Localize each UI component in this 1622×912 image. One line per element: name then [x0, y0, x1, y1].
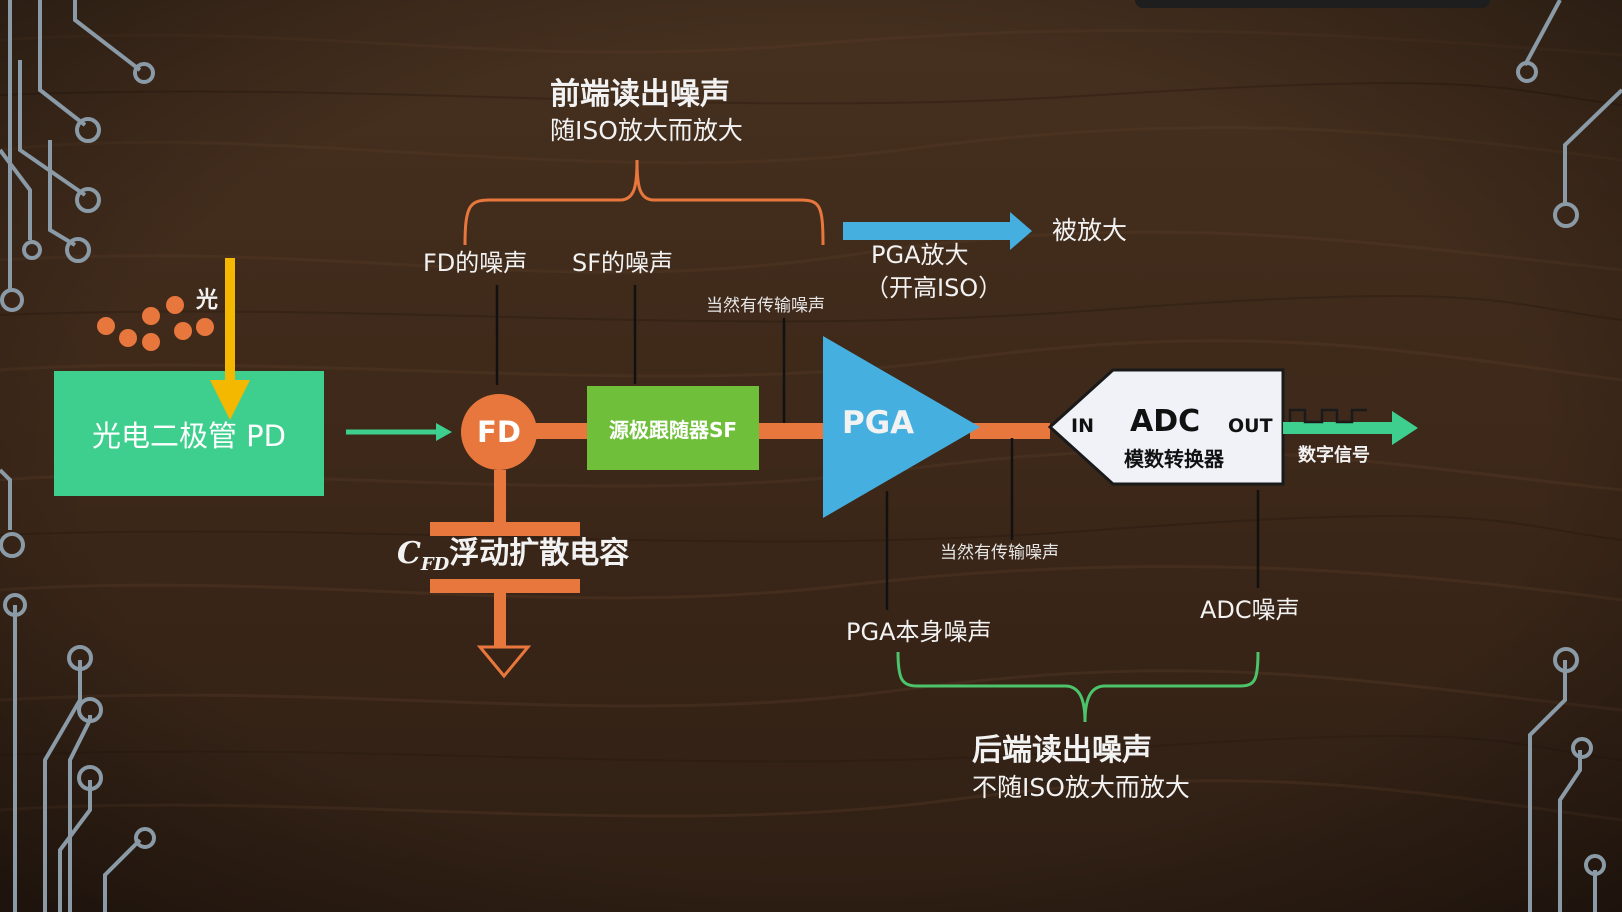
back-noise-title: 后端读出噪声 [972, 733, 1152, 768]
noise-leader-lines [495, 285, 1260, 610]
pga-label: PGA [842, 405, 915, 441]
pga-gain-line1: PGA放大 [871, 241, 969, 269]
signal-path [530, 423, 1050, 439]
photodiode-box [54, 371, 324, 496]
capacitor-symbol [430, 470, 580, 679]
amplified-label: 被放大 [1052, 216, 1128, 245]
digital-output-arrow [1283, 422, 1395, 434]
digital-signal-label: 数字信号 [1298, 445, 1370, 466]
capacitor-subscript: FD [420, 554, 450, 575]
sf-noise-label: SF的噪声 [572, 249, 674, 277]
source-follower-label: 源极跟随器SF [608, 417, 738, 442]
amplified-arrow [843, 222, 1013, 240]
adc-in-label: IN [1071, 415, 1094, 437]
circuit-decoration-left [0, 0, 156, 912]
adc-sublabel: 模数转换器 [1124, 447, 1224, 471]
transfer-noise-top-label: 当然有传输噪声 [706, 296, 825, 316]
front-noise-brace [463, 159, 825, 246]
front-noise-title: 前端读出噪声 [550, 77, 730, 112]
front-noise-subtitle: 随ISO放大而放大 [550, 116, 743, 145]
fd-node-circle [461, 394, 537, 470]
back-noise-subtitle: 不随ISO放大而放大 [972, 773, 1190, 802]
back-noise-brace [896, 651, 1260, 723]
circuit-decoration-right [1516, 0, 1622, 912]
pga-triangle [823, 336, 980, 518]
light-particles [97, 296, 214, 351]
adc-noise-label: ADC噪声 [1200, 596, 1300, 624]
transfer-noise-bottom-label: 当然有传输噪声 [940, 543, 1059, 563]
adc-out-label: OUT [1228, 415, 1273, 437]
capacitor-label: CFD浮动扩散电容 [397, 539, 629, 574]
window-top-bar [1135, 0, 1490, 8]
adc-label: ADC [1130, 404, 1201, 439]
photodiode-label: 光电二极管 PD [91, 418, 287, 453]
source-follower-box [587, 386, 759, 470]
digital-waveform [1288, 408, 1367, 424]
fd-node-label: FD [477, 415, 521, 449]
capacitor-symbol-text: C [397, 536, 421, 571]
pga-gain-line2: （开高ISO） [865, 274, 1003, 302]
capacitor-name: 浮动扩散电容 [449, 536, 630, 571]
light-label: 光 [196, 288, 219, 313]
fd-noise-label: FD的噪声 [423, 249, 528, 277]
pga-noise-label: PGA本身噪声 [846, 618, 992, 646]
